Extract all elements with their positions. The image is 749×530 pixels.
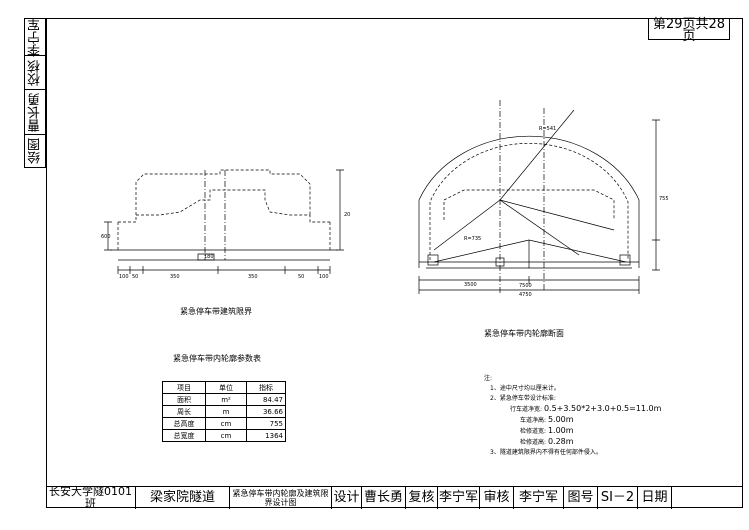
note-walkway-width-value: 1.00m (547, 426, 574, 435)
params-item: 总宽度 (162, 429, 206, 442)
note-1: 1、途中尺寸均以厘米计。 (490, 385, 560, 392)
right-dim-3: 7500 (519, 283, 532, 289)
left-dim-2: 50 (132, 274, 138, 280)
left-dim-1: 100 (119, 274, 129, 280)
design-notes: 注: 1、途中尺寸均以厘米计。 2、紧急停车带设计标准: 行车道净宽: 0.5+… (484, 374, 661, 458)
side-cell-drawer: 曹长勇 (25, 90, 45, 135)
right-dim-6: 755 (659, 196, 669, 202)
title-design-name: 曹长勇 (362, 487, 406, 509)
title-date-label: 日期 (638, 487, 672, 509)
title-review-label: 复核 (406, 487, 438, 509)
params-header-item: 项目 (162, 381, 206, 394)
title-drawing-name: 紧急停车带内轮廓及建筑限界设计图 (230, 487, 332, 509)
page-number-box: 第29页共28 页 (648, 17, 730, 44)
left-clearance-drawing: 100 50 350 350 50 100 180 205 600 (101, 169, 350, 280)
note-lane-width-value: 0.5+3.50*2+3.0+0.5=11.0m (543, 404, 662, 413)
note-walkway-height-label: 检修道高: (520, 439, 547, 446)
left-dim-5: 50 (298, 274, 304, 280)
params-table: 项目 单位 指标 面积 m² 84.47 周长 m 36.66 总高度 cm 7… (162, 381, 286, 442)
title-review-name: 李宁军 (438, 487, 480, 509)
side-cell-checker: 李宁军 (25, 17, 45, 57)
params-value: 1364 (246, 429, 286, 442)
title-block: 长安大学隧0101班 梁家院隧道 紧急停车带内轮廓及建筑限界设计图 设计 曹长勇… (46, 486, 743, 509)
note-walkway-width-label: 检修道宽: (520, 428, 547, 435)
params-value: 36.66 (246, 405, 286, 418)
params-unit: cm (205, 417, 247, 430)
params-header-value: 指标 (246, 381, 286, 394)
title-number-label: 图号 (564, 487, 598, 509)
title-audit-label: 审核 (480, 487, 514, 509)
right-dim-2: R=735 (464, 236, 481, 242)
title-number-value: SI－2 (598, 487, 638, 509)
params-header-unit: 单位 (205, 381, 247, 394)
notes-heading: 注: (484, 375, 493, 382)
page-number-line2: 页 (682, 29, 696, 44)
right-dim-5: 3500 (464, 282, 477, 288)
note-height-label: 车道净高: (520, 417, 547, 424)
side-checked-label: 校核 (27, 59, 43, 86)
table-row: 总高度 cm 755 (162, 417, 286, 430)
table-row: 周长 m 36.66 (162, 405, 286, 418)
params-value: 84.47 (246, 393, 286, 406)
side-drawn-label: 绘图 (27, 138, 43, 164)
page-number-line1: 第29页共28 (652, 17, 726, 32)
title-date-value (672, 487, 743, 509)
params-item: 总高度 (162, 417, 206, 430)
right-figure-caption: 紧急停车带内轮廓断面 (484, 329, 564, 338)
params-unit: m (205, 405, 247, 418)
params-item: 周长 (162, 405, 206, 418)
table-row: 面积 m² 84.47 (162, 393, 286, 406)
side-checker-name: 李宁军 (27, 17, 43, 57)
note-walkway-height-value: 0.28m (547, 437, 574, 446)
side-cell-drawn-by: 绘图 (25, 135, 45, 167)
params-value: 755 (246, 417, 286, 430)
drawing-frame (46, 18, 743, 508)
side-cell-checked-by: 校核 (25, 56, 45, 90)
title-school: 长安大学隧0101班 (46, 487, 136, 509)
params-item: 面积 (162, 393, 206, 406)
left-dim-7: 180 (204, 254, 214, 260)
side-drawer-name: 曹长勇 (27, 92, 43, 132)
left-dim-6: 100 (319, 274, 329, 280)
right-dim-4: 4750 (519, 292, 532, 298)
right-dim-1: R=541 (539, 126, 556, 132)
params-unit: cm (205, 429, 247, 442)
note-lane-width-label: 行车道净宽: (510, 406, 543, 413)
params-unit: m² (205, 393, 247, 406)
left-dim-4: 350 (248, 274, 258, 280)
right-profile-drawing: R=541 R=735 7500 4750 3500 755 (418, 100, 669, 298)
side-title-strip: 李宁军 校核 曹长勇 绘图 (24, 18, 46, 168)
left-dim-9: 600 (101, 234, 111, 240)
left-dim-8: 205 (344, 212, 350, 218)
title-audit-name: 李宁军 (514, 487, 564, 509)
title-design-label: 设计 (332, 487, 362, 509)
left-dim-3: 350 (170, 274, 180, 280)
params-title: 紧急停车带内轮廓参数表 (173, 354, 261, 363)
note-3: 3、隧道建筑限界内不得有任何部件侵入。 (490, 449, 602, 456)
note-height-value: 5.00m (547, 415, 574, 424)
table-row: 总宽度 cm 1364 (162, 429, 286, 442)
title-author: 梁家院隧道 (136, 487, 230, 509)
params-header-row: 项目 单位 指标 (162, 381, 286, 394)
note-2: 2、紧急停车带设计标准: (490, 395, 556, 402)
left-figure-caption: 紧急停车带建筑限界 (180, 307, 252, 316)
